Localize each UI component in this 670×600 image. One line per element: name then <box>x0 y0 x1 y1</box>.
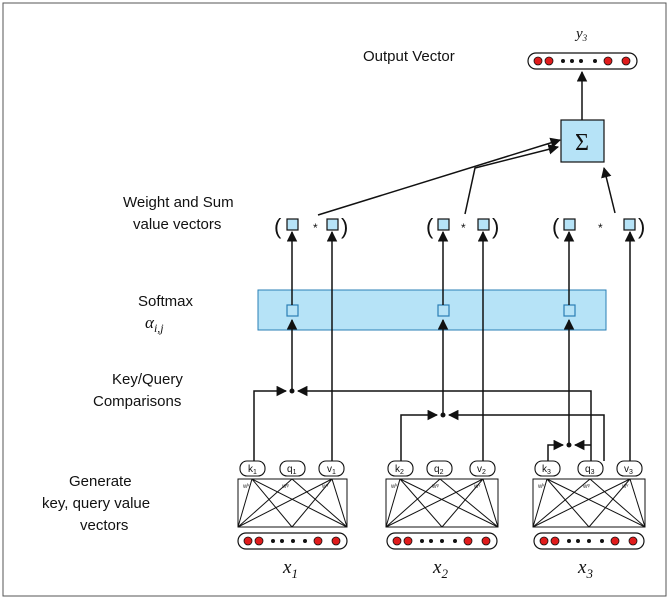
svg-text:wᵠ: wᵠ <box>582 484 590 490</box>
svg-text:wᵛ: wᵛ <box>621 484 628 490</box>
mult-sign-2: * <box>461 221 466 235</box>
weight-sum-label-2: value vectors <box>133 216 221 233</box>
input-x-label-2: x2 <box>432 557 448 581</box>
query-pill-1 <box>279 460 306 477</box>
generate-label-3: vectors <box>80 517 128 534</box>
weighted-alpha-1 <box>286 218 299 231</box>
svg-text:q3: q3 <box>585 464 595 476</box>
mult-sign-1: * <box>313 221 318 235</box>
mult-sign-3: * <box>598 221 603 235</box>
compare-dot-3 <box>566 442 572 448</box>
arrow-k1-to-dot1 <box>253 385 288 461</box>
arrow-k2-to-dot2 <box>400 409 439 461</box>
key-pill-3 <box>534 460 561 477</box>
sum-symbol: Σ <box>575 130 589 156</box>
softmax-label: Softmax <box>138 293 194 310</box>
compare-dot-1 <box>289 388 295 394</box>
key-pill-1 <box>239 460 266 477</box>
arrow-q3-to-dot2 <box>447 409 605 461</box>
arrow-w3-to-sum <box>601 166 616 214</box>
query-pill-3 <box>577 460 604 477</box>
weight-sum-label-1: Weight and Sum <box>123 194 234 211</box>
key-pill-2 <box>387 460 414 477</box>
weighted-alpha-3 <box>563 218 576 231</box>
svg-text:q2: q2 <box>434 464 444 476</box>
svg-text:wᵏ: wᵏ <box>537 483 545 490</box>
paren-close-2: ) <box>492 214 499 239</box>
input-x-label-3: x3 <box>577 557 593 581</box>
paren-open-2: ( <box>426 214 434 239</box>
svg-text:k2: k2 <box>395 464 404 476</box>
softmax-band <box>257 289 607 331</box>
input-block-1: k1 q1 v1 wᵏ wᵠ wᵛ x1 <box>237 460 348 581</box>
arrow-k3-to-dot1 <box>296 385 592 461</box>
svg-text:k1: k1 <box>248 464 257 476</box>
svg-text:v1: v1 <box>327 464 336 476</box>
paren-open-1: ( <box>274 214 282 239</box>
svg-text:wᵏ: wᵏ <box>390 483 398 490</box>
compare-dot-2 <box>440 412 446 418</box>
value-pill-2 <box>469 460 496 477</box>
keyquery-label-2: Comparisons <box>93 393 181 410</box>
svg-text:v2: v2 <box>477 464 486 476</box>
sum-box <box>560 119 605 163</box>
generate-label-1: Generate <box>69 473 132 490</box>
value-pill-3 <box>616 460 643 477</box>
output-y-label: y3 <box>574 26 588 43</box>
svg-text:q1: q1 <box>287 464 297 476</box>
input-block-3: k3 q3 v3 wᵏ wᵠ wᵛ x3 <box>532 460 646 581</box>
softmax-cell-3 <box>563 304 576 317</box>
input-x-label-1: x1 <box>282 557 298 581</box>
paren-open-3: ( <box>552 214 560 239</box>
weighted-value-2 <box>477 218 490 231</box>
svg-text:k3: k3 <box>542 464 551 476</box>
input-block-2: k2 q2 v2 wᵏ wᵠ wᵛ x2 <box>385 460 499 581</box>
arrow-k3-to-dot3 <box>547 439 565 461</box>
paren-close-1: ) <box>341 214 348 239</box>
paren-close-3: ) <box>638 214 645 239</box>
alpha-label: αi,j <box>145 313 164 335</box>
arrow-w1-to-sum <box>317 137 562 216</box>
weighted-value-3 <box>623 218 636 231</box>
generate-label-2: key, query value <box>42 495 150 512</box>
weighted-alpha-2 <box>437 218 450 231</box>
svg-text:wᵏ: wᵏ <box>242 483 250 490</box>
softmax-cell-2 <box>437 304 450 317</box>
svg-text:wᵠ: wᵠ <box>281 484 289 490</box>
output-y-subscript: 3 <box>582 33 588 43</box>
svg-text:wᵠ: wᵠ <box>431 484 439 490</box>
weighted-value-1 <box>326 218 339 231</box>
softmax-cell-1 <box>286 304 299 317</box>
value-pill-1 <box>318 460 345 477</box>
keyquery-label-1: Key/Query <box>112 371 183 388</box>
output-vector-label: Output Vector <box>363 48 455 65</box>
query-pill-2 <box>426 460 453 477</box>
svg-text:wᵛ: wᵛ <box>321 484 328 490</box>
output-vector <box>527 52 638 70</box>
svg-text:v3: v3 <box>624 464 633 476</box>
arrow-w2-to-sum <box>464 144 560 215</box>
